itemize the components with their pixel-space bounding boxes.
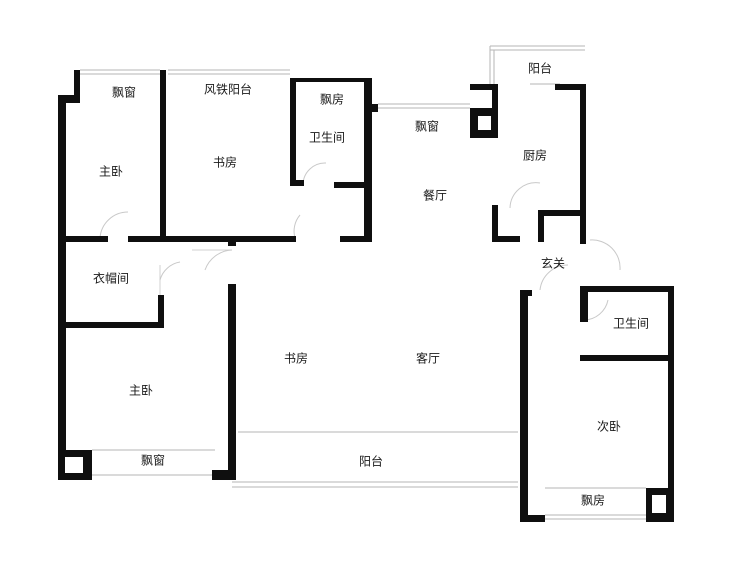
label-study-bottom: 书房 xyxy=(284,351,308,366)
label-bay-window-right: 飘房 xyxy=(581,493,605,508)
label-master-bedroom-bottom: 主卧 xyxy=(129,384,153,398)
pillars xyxy=(58,108,674,522)
label-balcony-top: 阳台 xyxy=(528,61,552,76)
label-living-room: 客厅 xyxy=(416,351,440,366)
label-dining: 餐厅 xyxy=(423,188,447,203)
label-master-bedroom-top: 主卧 xyxy=(99,165,123,179)
label-bathroom-top: 卫生间 xyxy=(309,131,345,145)
label-master-bay-window: 飘窗 xyxy=(112,86,136,100)
label-kitchen: 厨房 xyxy=(523,148,547,163)
label-second-bedroom: 次卧 xyxy=(597,420,621,434)
label-storm-balcony: 风铁阳台 xyxy=(204,82,252,97)
label-balcony-bottom: 阳台 xyxy=(359,454,383,469)
window-lines xyxy=(80,45,646,520)
label-study-top: 书房 xyxy=(213,155,237,170)
label-cloakroom: 衣帽间 xyxy=(93,271,129,286)
label-bay-window-top-bath: 飘房 xyxy=(320,92,344,107)
walls xyxy=(58,70,674,522)
label-entrance: 玄关 xyxy=(541,256,565,271)
room-labels: 飘窗 风铁阳台 飘房 阳台 主卧 书房 卫生间 飘窗 厨房 餐厅 衣帽间 玄关 … xyxy=(93,61,649,508)
label-bay-window-bottom: 飘窗 xyxy=(141,454,165,468)
label-bathroom-right: 卫生间 xyxy=(613,317,649,331)
label-bay-window-dining: 飘窗 xyxy=(415,120,439,134)
